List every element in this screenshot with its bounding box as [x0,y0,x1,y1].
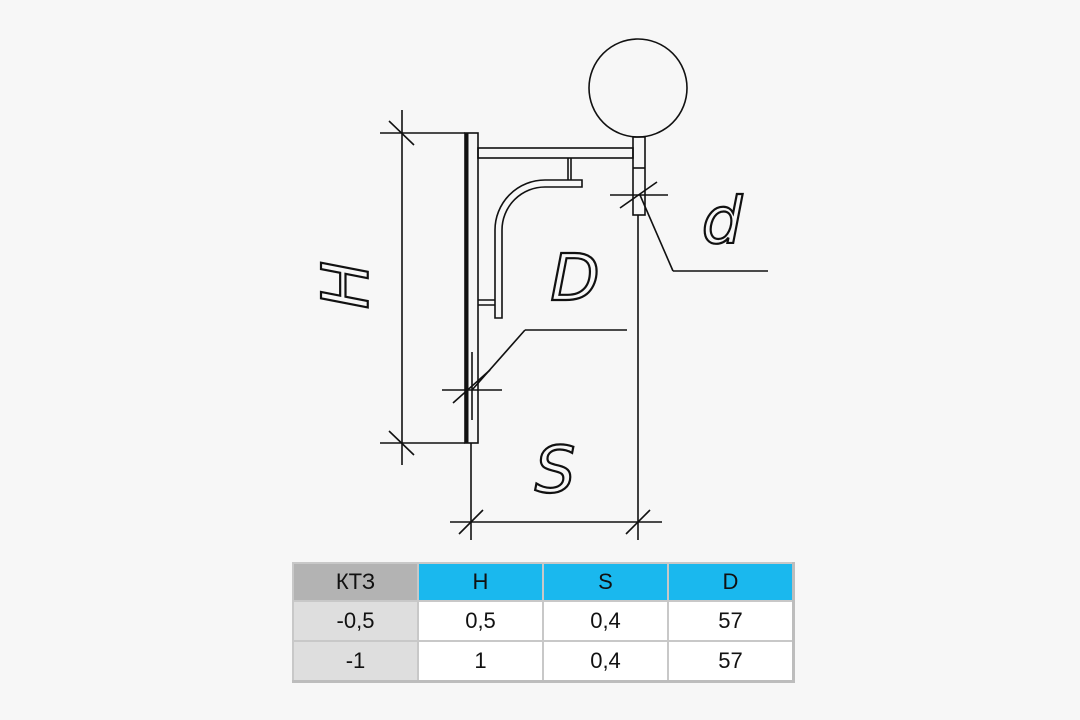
leader-d-large [442,329,627,420]
header-d: D [667,562,795,602]
ball-valve-circle [588,38,688,138]
leader-d-small [610,181,768,272]
horizontal-arm [477,147,634,159]
table-row: -1 1 0,4 57 [292,640,795,683]
dimensions-table: КТЗ H S D -0,5 0,5 0,4 57 -1 1 0,4 57 [292,562,795,683]
table-header-row: КТЗ H S D [292,562,795,602]
label-D: D [550,242,599,316]
dimension-s [450,215,662,540]
header-s: S [542,562,669,602]
cell: 0,4 [542,640,669,683]
support-stem [567,158,572,180]
cell: 57 [667,600,795,642]
curved-pipe [478,179,583,319]
cell: 0,5 [417,600,544,642]
label-d: d [702,185,743,259]
label-h: H [310,261,384,309]
cell: -0,5 [292,600,419,642]
cell: 57 [667,640,795,683]
cell: 0,4 [542,600,669,642]
header-h: H [417,562,544,602]
dimension-h [380,110,465,465]
cell: -1 [292,640,419,683]
riser-pipe [632,136,646,216]
table-row: -0,5 0,5 0,4 57 [292,600,795,642]
label-s: S [535,434,576,508]
header-ktz: КТЗ [292,562,419,602]
bracket-technical-drawing: H D d S [309,38,768,540]
cell: 1 [417,640,544,683]
